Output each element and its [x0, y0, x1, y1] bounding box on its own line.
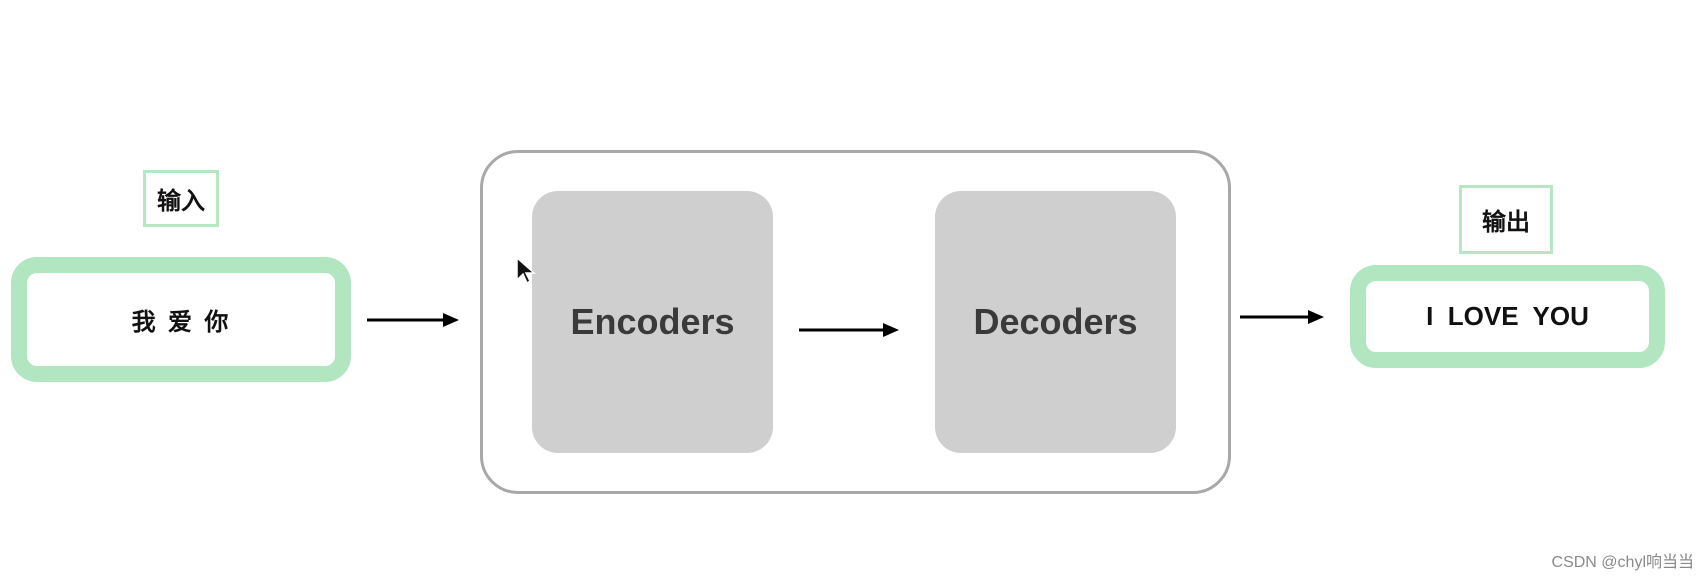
input-tag-label: 输入: [157, 187, 205, 215]
output-text: I LOVE YOU: [1426, 301, 1589, 331]
encoders-label: Encoders: [570, 301, 735, 342]
output-tag: 输出: [1459, 185, 1553, 254]
input-box: 我 爱 你: [11, 257, 351, 382]
input-text: 我 爱 你: [131, 308, 231, 336]
decoders-block: Decoders: [935, 191, 1176, 453]
arrow-encoder-to-decoder: [799, 323, 899, 337]
watermark-text: CSDN @chyl响当当: [1551, 554, 1694, 571]
input-tag: 输入: [143, 170, 219, 227]
output-tag-label: 输出: [1482, 208, 1530, 236]
watermark: CSDN @chyl响当当: [1552, 548, 1694, 572]
arrow-input-to-model: [367, 313, 459, 327]
encoders-block: Encoders: [532, 191, 773, 453]
arrow-model-to-output: [1240, 310, 1324, 324]
mouse-pointer-icon: [516, 256, 536, 285]
output-box: I LOVE YOU: [1350, 265, 1665, 368]
decoders-label: Decoders: [973, 301, 1138, 342]
